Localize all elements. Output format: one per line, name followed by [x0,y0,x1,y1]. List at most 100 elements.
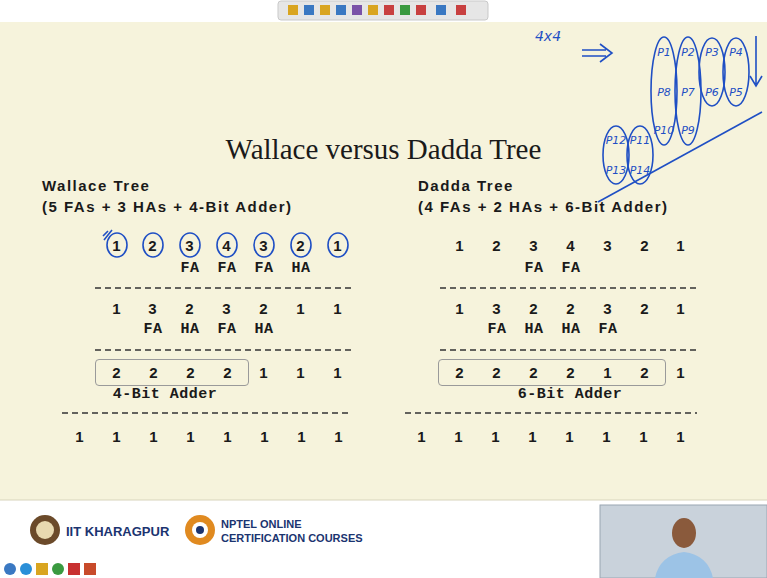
bit-count: 1 [417,428,426,445]
handwritten-note: P1 [657,46,671,59]
bit-count: 2 [640,300,649,317]
bit-count: 1 [297,428,306,445]
slide-title: Wallace versus Dadda Tree [0,133,767,166]
bit-count: 1 [454,428,463,445]
adder-label: FA [217,321,236,338]
bit-count: 1 [455,237,464,254]
handwritten-note: P14 [630,164,651,177]
bit-count: 1 [333,300,342,317]
bit-count: 1 [639,428,648,445]
bit-count: 3 [148,300,157,317]
bit-count: 1 [112,300,121,317]
bit-count: 2 [98,362,135,383]
adder-label: FA [524,260,543,277]
adder-label: 4-Bit Adder [113,386,218,403]
adder-label: FA [598,321,617,338]
handwritten-note: P4 [729,46,743,59]
tree-heading: Dadda Tree [418,177,514,194]
adder-label: HA [180,321,199,338]
adder-label: 6-Bit Adder [518,386,623,403]
bit-count: 1 [455,300,464,317]
footer-text: CERTIFICATION COURSES [221,532,363,544]
adder-label: HA [561,321,580,338]
footer-text: NPTEL ONLINE [221,518,301,530]
bit-count: 1 [75,428,84,445]
tree-heading: Wallace Tree [42,177,150,194]
bit-count: 1 [112,237,121,254]
adder-label: HA [254,321,273,338]
bit-count: 1 [602,428,611,445]
footer-text: IIT KHARAGPUR [66,524,169,539]
bit-count: 2 [172,362,209,383]
bit-count: 3 [603,300,612,317]
bit-count: 1 [676,428,685,445]
bit-count: 2 [441,362,478,383]
handwritten-note: P13 [606,164,627,177]
bit-count: 2 [529,300,538,317]
bit-count: 2 [209,362,246,383]
handwritten-note: P8 [657,86,671,99]
bit-count: 1 [333,237,342,254]
adder-group-box: 222212 [438,359,666,386]
adder-label: FA [561,260,580,277]
adder-label: FA [254,260,273,277]
handwritten-note: P2 [681,46,695,59]
bit-count: 2 [566,300,575,317]
adder-group-box: 2222 [95,359,249,386]
bit-count: 2 [552,362,589,383]
bit-count: 3 [492,300,501,317]
presenter-video [600,505,767,578]
footer-band [0,500,767,578]
bit-count: 1 [296,300,305,317]
bit-count: 1 [676,364,685,381]
bit-count: 1 [565,428,574,445]
handwritten-note: P6 [705,86,719,99]
bit-count: 1 [260,428,269,445]
bit-count: 1 [589,362,626,383]
handwritten-note: 4x4 [535,28,561,44]
bit-count: 3 [259,237,268,254]
handwritten-note: P9 [681,124,695,137]
bit-count: 2 [492,237,501,254]
bit-count: 2 [640,237,649,254]
bit-count: 1 [259,364,268,381]
bit-count: 1 [676,300,685,317]
bit-count: 2 [135,362,172,383]
bit-count: 1 [296,364,305,381]
bit-count: 1 [676,237,685,254]
adder-label: FA [487,321,506,338]
bit-count: 1 [223,428,232,445]
adder-label: FA [217,260,236,277]
handwritten-note: P11 [630,134,651,147]
bit-count: 2 [478,362,515,383]
tree-heading: (5 FAs + 3 HAs + 4-Bit Adder) [42,198,293,215]
tree-heading: (4 FAs + 2 HAs + 6-Bit Adder) [418,198,669,215]
bit-count: 3 [529,237,538,254]
adder-label: FA [143,321,162,338]
bit-count: 4 [222,237,231,254]
bit-count: 1 [491,428,500,445]
bit-count: 2 [185,300,194,317]
bit-count: 2 [259,300,268,317]
taskbar-icons [4,563,96,575]
bit-count: 1 [528,428,537,445]
bit-count: 2 [296,237,305,254]
iit-logo [30,515,60,545]
bit-count: 1 [149,428,158,445]
toolbar [278,1,488,20]
bit-count: 2 [626,362,663,383]
bit-count: 1 [333,364,342,381]
handwritten-note: P3 [705,46,719,59]
nptel-logo [185,515,215,545]
adder-label: HA [291,260,310,277]
bit-count: 2 [515,362,552,383]
bit-count: 3 [185,237,194,254]
footer-rule [0,500,767,501]
handwritten-note: P5 [729,86,743,99]
bit-count: 1 [186,428,195,445]
adder-label: HA [524,321,543,338]
handwritten-note: P12 [606,134,627,147]
bit-count: 3 [222,300,231,317]
